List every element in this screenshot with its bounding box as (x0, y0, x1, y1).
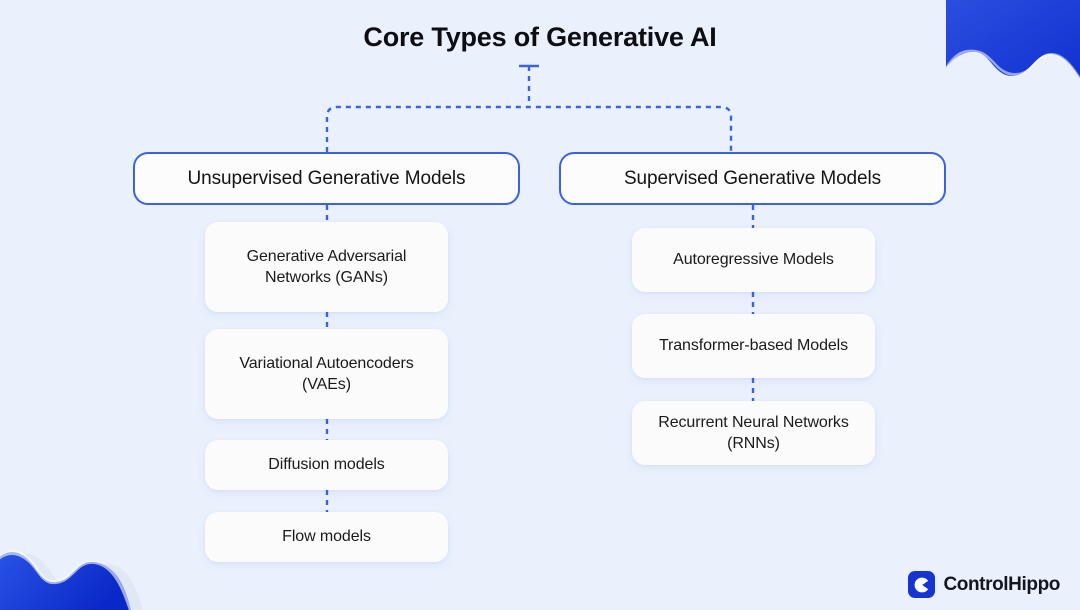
node-rnns[interactable]: Recurrent Neural Networks (RNNs) (632, 401, 875, 465)
node-label-transformer-based-models: Transformer-based Models (658, 337, 849, 355)
node-gans[interactable]: Generative Adversarial Networks (GANs) (205, 222, 448, 312)
node-transformer-based-models[interactable]: Transformer-based Models (632, 314, 875, 378)
controlhippo-c-icon (908, 571, 936, 598)
branch-box-unsupervised[interactable]: Unsupervised Generative Models (133, 152, 520, 205)
branch-box-supervised[interactable]: Supervised Generative Models (559, 152, 946, 205)
node-flow-models[interactable]: Flow models (205, 512, 448, 562)
node-label-diffusion-models: Diffusion models (268, 456, 385, 474)
node-label-flow-models: Flow models (282, 528, 371, 546)
brand-logo-text: ControlHippo (943, 573, 1060, 595)
branch-label-unsupervised: Unsupervised Generative Models (187, 167, 466, 189)
node-label-autoregressive-models: Autoregressive Models (673, 251, 834, 269)
node-label-vaes: Variational Autoencoders (VAEs) (239, 354, 414, 393)
node-autoregressive-models[interactable]: Autoregressive Models (632, 228, 875, 292)
node-diffusion-models[interactable]: Diffusion models (205, 440, 448, 490)
page-title: Core Types of Generative AI (363, 22, 717, 52)
brand-logo[interactable]: ControlHippo (908, 571, 1060, 598)
node-label-gans: Generative Adversarial Networks (GANs) (246, 247, 407, 286)
node-vaes[interactable]: Variational Autoencoders (VAEs) (205, 329, 448, 419)
connector-root-split (325, 105, 733, 152)
node-label-rnns: Recurrent Neural Networks (RNNs) (658, 413, 849, 452)
branch-label-supervised: Supervised Generative Models (623, 167, 881, 189)
